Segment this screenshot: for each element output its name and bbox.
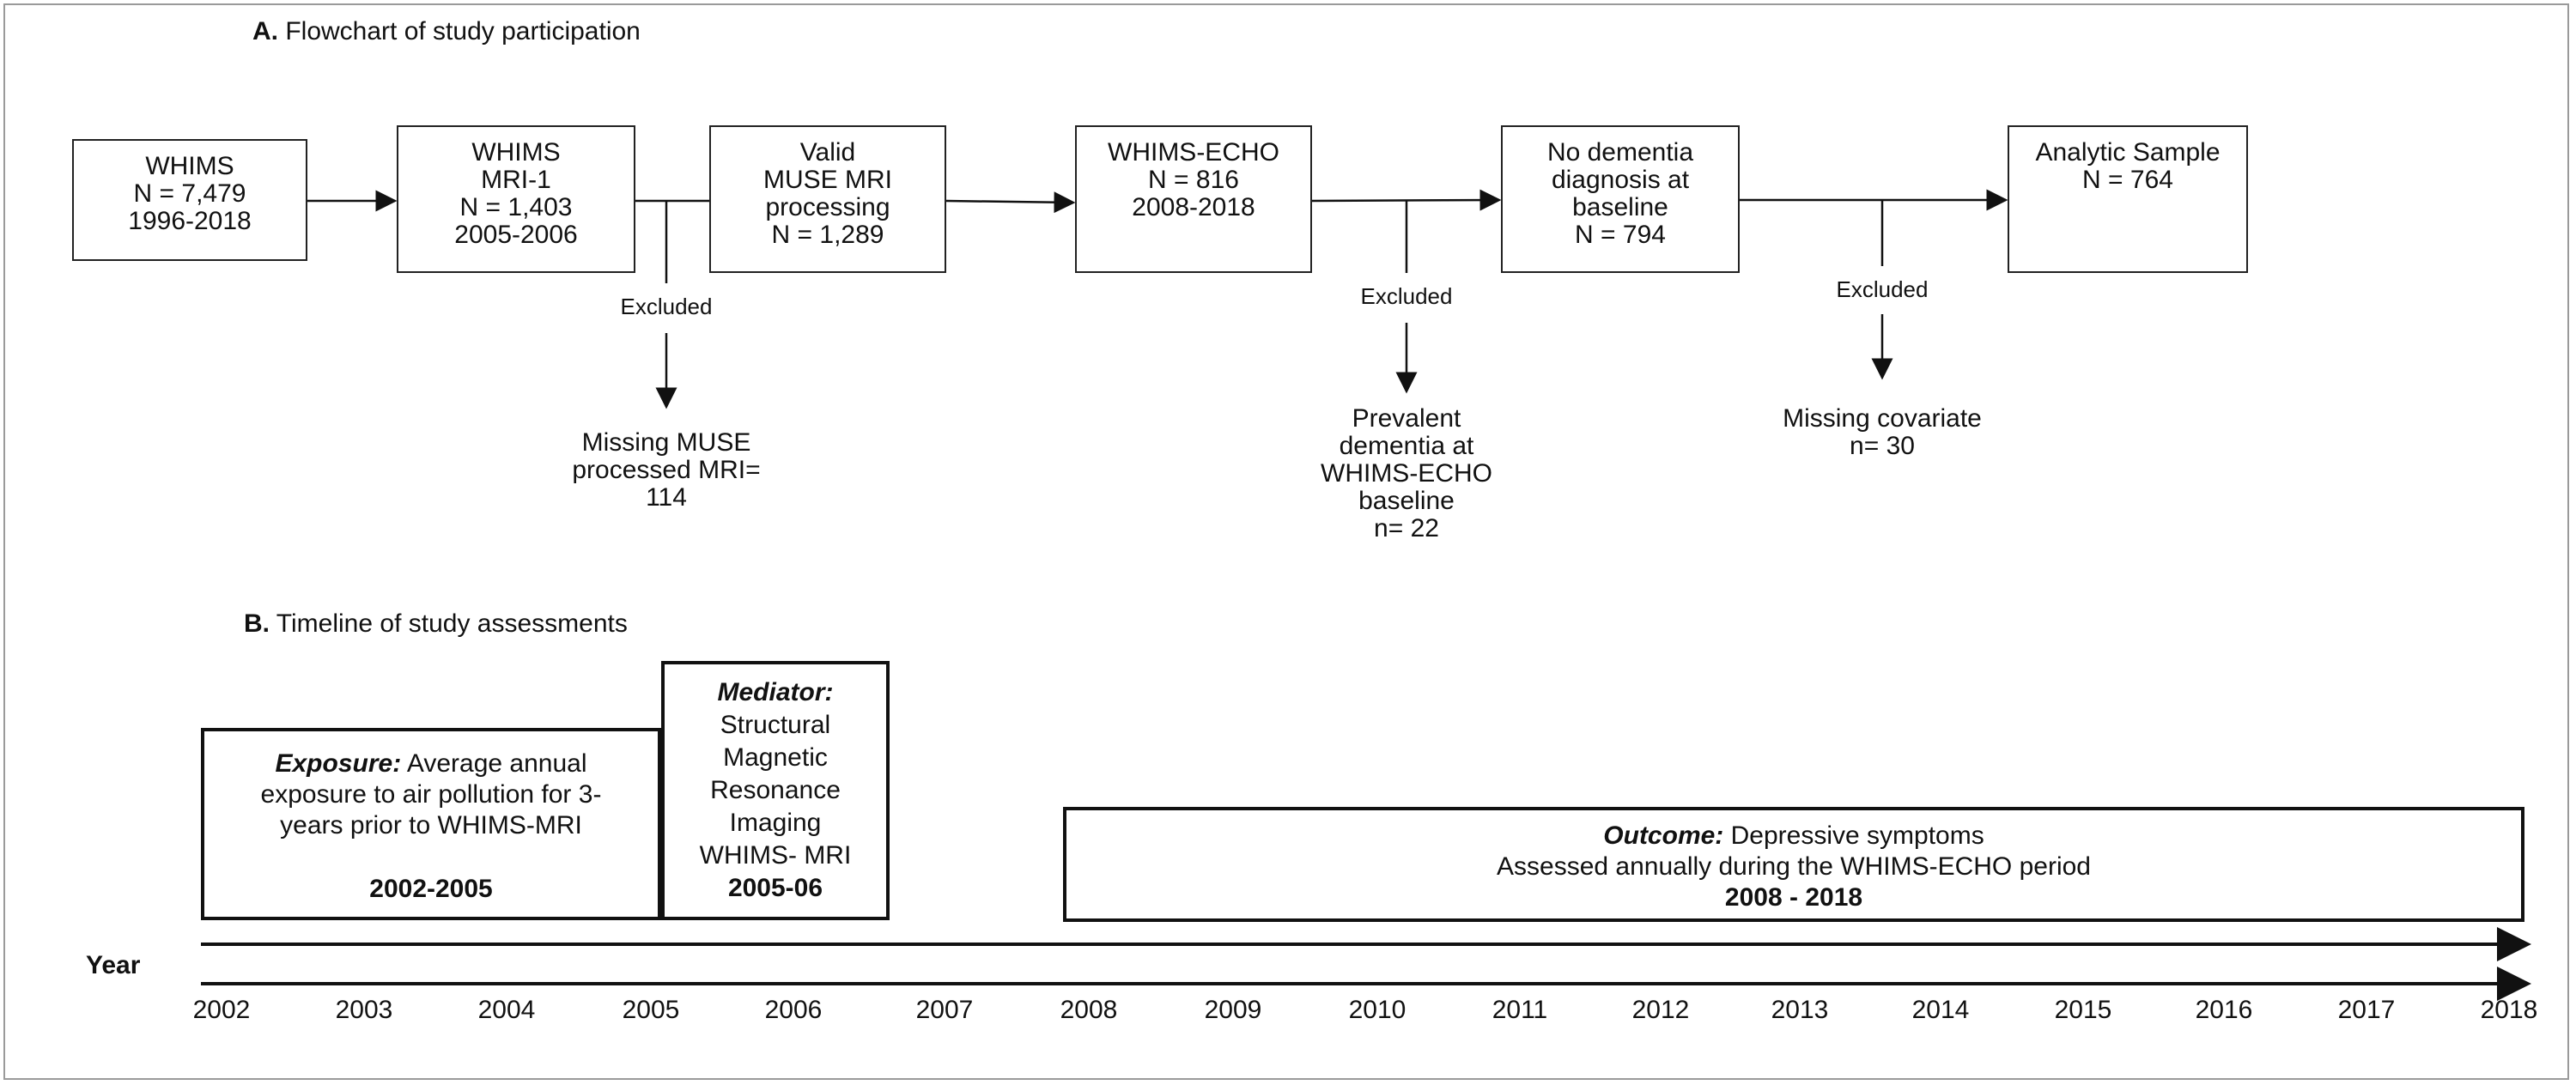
year-tick-2010: 2010 <box>1348 996 1406 1024</box>
year-tick-2015: 2015 <box>2054 996 2112 1024</box>
excluded-label-3: Excluded <box>1836 276 1929 302</box>
mediator-lead: Mediator: <box>717 678 834 706</box>
exposure-text: Average annual <box>401 749 587 778</box>
year-tick-2014: 2014 <box>1911 996 1970 1024</box>
box-no-dementia: No dementia diagnosis at baseline N = 79… <box>1501 125 1740 273</box>
note-line: baseline <box>1358 487 1455 515</box>
note-line: n= 30 <box>1850 432 1915 460</box>
box-whims-echo: WHIMS-ECHO N = 816 2008-2018 <box>1075 125 1312 273</box>
year-tick-2006: 2006 <box>764 996 823 1024</box>
box-analytic-sample: Analytic Sample N = 764 <box>2008 125 2248 273</box>
year-tick-2002: 2002 <box>192 996 251 1024</box>
box-line: N = 794 <box>1575 221 1666 249</box>
year-tick-2017: 2017 <box>2337 996 2396 1024</box>
outcome-line2: Assessed annually during the WHIMS-ECHO … <box>1497 852 2091 881</box>
mediator-text: Resonance <box>710 776 841 804</box>
box-line: N = 764 <box>2082 166 2173 194</box>
outcome-text: Depressive symptoms <box>1723 821 1984 850</box>
year-tick-2018: 2018 <box>2480 996 2538 1024</box>
figure-frame <box>3 3 2569 1080</box>
excluded-label-1: Excluded <box>620 294 713 319</box>
year-tick-2003: 2003 <box>335 996 393 1024</box>
exclusion-note-1: Missing MUSE processed MRI= 114 <box>538 429 795 512</box>
box-line: 2008-2018 <box>1132 193 1255 221</box>
note-line: WHIMS-ECHO <box>1321 459 1492 488</box>
box-line: N = 816 <box>1148 166 1239 194</box>
exposure-text: exposure to air pollution for 3- <box>260 780 602 809</box>
box-line: WHIMS <box>145 152 234 180</box>
box-line: Valid <box>799 138 856 167</box>
year-tick-2011: 2011 <box>1492 996 1548 1024</box>
note-line: Missing covariate <box>1783 404 1982 433</box>
outcome-years: 2008 - 2018 <box>1724 883 1863 912</box>
year-tick-2016: 2016 <box>2195 996 2253 1024</box>
timeline-title: B. Timeline of study assessments <box>244 609 628 639</box>
exposure-text: years prior to WHIMS-MRI <box>280 811 582 840</box>
box-line: N = 7,479 <box>133 179 246 208</box>
box-line: diagnosis at <box>1551 166 1690 194</box>
exposure-lead: Exposure: <box>275 749 402 778</box>
year-tick-2005: 2005 <box>622 996 680 1024</box>
exclusion-note-2: Prevalent dementia at WHIMS-ECHO baselin… <box>1278 405 1535 542</box>
year-axis-label: Year <box>86 951 141 979</box>
mediator-text: Structural <box>720 711 831 739</box>
mediator-text: WHIMS- MRI <box>699 841 852 870</box>
box-line: Analytic Sample <box>2035 138 2221 167</box>
box-line: WHIMS <box>471 138 561 167</box>
box-line: MUSE MRI <box>763 166 892 194</box>
box-line: 2005-2006 <box>454 221 578 249</box>
outcome-box: Outcome: Depressive symptoms Assessed an… <box>1063 807 2524 922</box>
exposure-years: 2002-2005 <box>369 875 493 903</box>
box-whims-mri1: WHIMS MRI-1 N = 1,403 2005-2006 <box>397 125 635 273</box>
flowchart-title-text: Flowchart of study participation <box>278 17 641 45</box>
note-line: n= 22 <box>1374 514 1439 542</box>
note-line: Prevalent <box>1352 404 1461 433</box>
note-line: dementia at <box>1339 432 1474 460</box>
box-line: No dementia <box>1546 138 1694 167</box>
year-tick-2004: 2004 <box>477 996 536 1024</box>
box-whims: WHIMS N = 7,479 1996-2018 <box>72 139 307 261</box>
year-tick-2013: 2013 <box>1771 996 1829 1024</box>
outcome-lead: Outcome: <box>1603 821 1724 850</box>
box-line: N = 1,403 <box>459 193 573 221</box>
mediator-text: Imaging <box>729 809 822 837</box>
flowchart-title-letter: A. <box>252 17 278 45</box>
mediator-box: Mediator: Structural Magnetic Resonance … <box>661 661 890 920</box>
box-line: baseline <box>1572 193 1668 221</box>
year-tick-2009: 2009 <box>1204 996 1262 1024</box>
mediator-text: Magnetic <box>723 743 828 772</box>
year-tick-2008: 2008 <box>1060 996 1118 1024</box>
arrow-echo-to-nodementia <box>1311 189 1502 211</box>
box-line: N = 1,289 <box>771 221 884 249</box>
note-line: Missing MUSE <box>581 428 751 457</box>
exposure-box: Exposure: Average annual exposure to air… <box>201 728 661 920</box>
box-valid-muse: Valid MUSE MRI processing N = 1,289 <box>709 125 946 273</box>
box-line: 1996-2018 <box>128 207 252 235</box>
note-line: processed MRI= <box>572 456 761 484</box>
excluded-label-2: Excluded <box>1360 283 1453 309</box>
year-tick-2012: 2012 <box>1631 996 1690 1024</box>
box-line: MRI-1 <box>481 166 551 194</box>
box-line: processing <box>765 193 890 221</box>
exclusion-note-3: Missing covariate n= 30 <box>1753 405 2011 460</box>
arrow-muse-to-echo <box>945 191 1076 214</box>
timeline-title-text: Timeline of study assessments <box>270 609 628 638</box>
box-line: WHIMS-ECHO <box>1108 138 1279 167</box>
note-line: 114 <box>646 483 687 512</box>
timeline-title-letter: B. <box>244 609 270 638</box>
mediator-years: 2005-06 <box>727 874 823 902</box>
flowchart-title: A. Flowchart of study participation <box>252 17 641 46</box>
year-tick-2007: 2007 <box>915 996 974 1024</box>
